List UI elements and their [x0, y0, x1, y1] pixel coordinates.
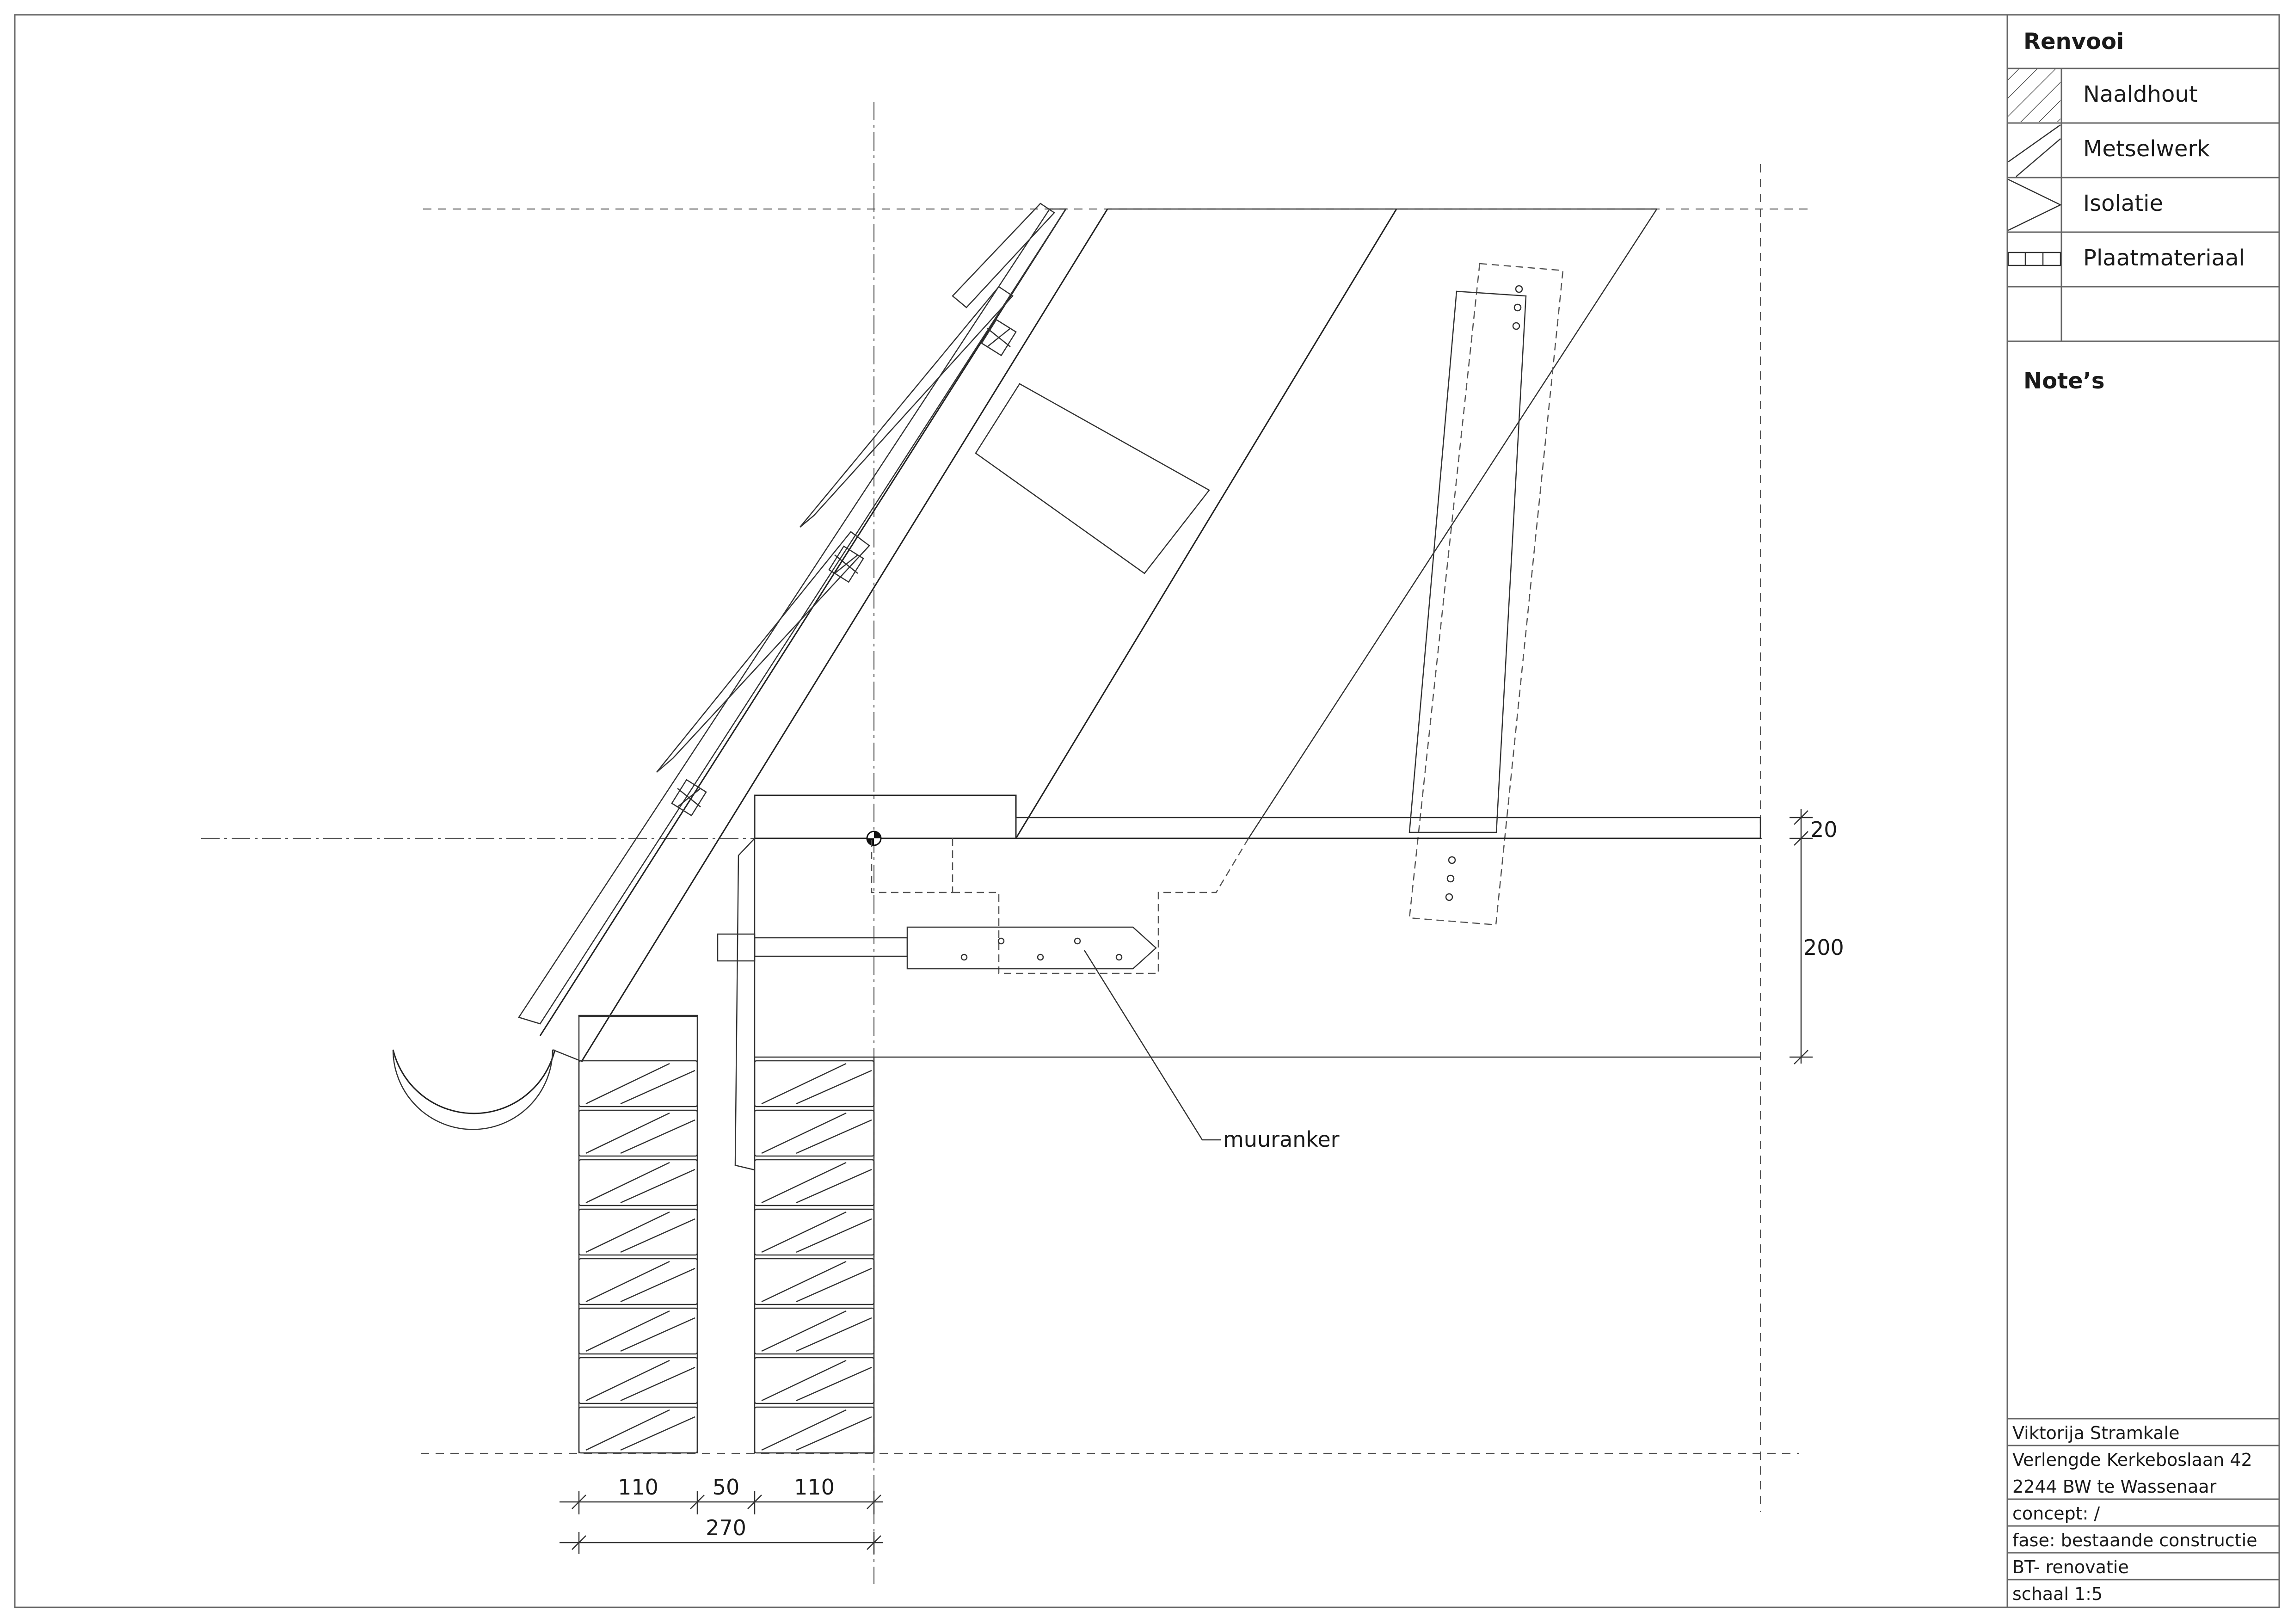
- project-field: BT- renovatie: [2012, 1557, 2129, 1577]
- brick-hatch: [796, 1416, 872, 1451]
- brick-hatch: [620, 1317, 695, 1352]
- legend-label-naaldhout: Naaldhout: [2083, 81, 2198, 107]
- brick-hatch: [585, 1112, 670, 1154]
- brick-hatch: [585, 1409, 670, 1451]
- brick-hatch: [761, 1162, 847, 1204]
- masonry-outer-leaf: [578, 1015, 698, 1454]
- legend-label-metselwerk: Metselwerk: [2083, 136, 2210, 162]
- brick-hatch: [796, 1070, 872, 1105]
- brick-hatch: [620, 1119, 695, 1154]
- author-name: Viktorija Stramkale: [2012, 1423, 2179, 1443]
- brick-course: [754, 1208, 875, 1256]
- swatch-isolatie: [2008, 178, 2062, 231]
- brick-course: [578, 1060, 698, 1107]
- sheet-border: [14, 14, 2280, 1608]
- brick-course: [578, 1159, 698, 1206]
- brick-hatch: [620, 1267, 695, 1303]
- title-block: Viktorija Stramkale Verlengde Kerkebosla…: [2007, 1418, 2279, 1604]
- wind-brace-hidden: [1408, 263, 1564, 926]
- brick-hatch: [761, 1211, 847, 1253]
- brick-course: [578, 1208, 698, 1256]
- brick-hatch: [761, 1112, 847, 1154]
- address-city: 2244 BW te Wassenaar: [2012, 1476, 2217, 1497]
- brick-hatch: [620, 1070, 695, 1105]
- swatch-plaatmateriaal: [2007, 252, 2061, 266]
- brick-hatch: [585, 1162, 670, 1204]
- scale-field: schaal 1:5: [2012, 1584, 2103, 1604]
- brick-hatch: [761, 1063, 847, 1105]
- brick-hatch: [585, 1261, 670, 1303]
- brick-course: [754, 1307, 875, 1355]
- dim-inner-leaf: 110: [794, 1475, 835, 1500]
- roof-board-edge: [539, 209, 1067, 1036]
- dimension-lines: 110 50 110 270 20 200: [560, 809, 1844, 1554]
- fase-field: fase: bestaande constructie: [2012, 1530, 2257, 1550]
- muuranker: [717, 926, 1157, 970]
- brick-course: [754, 1406, 875, 1454]
- label-muuranker: muuranker: [1223, 1127, 1340, 1152]
- hatched-purlin: [975, 383, 1210, 574]
- brick-hatch: [761, 1310, 847, 1352]
- brick-hatch: [585, 1359, 670, 1402]
- gutter: [392, 1049, 556, 1114]
- roof-tiles: [518, 203, 1067, 1025]
- brick-course: [754, 1159, 875, 1206]
- brick-hatch: [796, 1366, 872, 1402]
- brick-hatch: [796, 1169, 872, 1204]
- brick-hatch: [585, 1211, 670, 1253]
- brick-hatch: [761, 1359, 847, 1402]
- brick-course: [578, 1406, 698, 1454]
- floor-boarding: [1015, 817, 1761, 839]
- brick-course: [754, 1258, 875, 1305]
- brick-course: [578, 1258, 698, 1305]
- legend-label-isolatie: Isolatie: [2083, 191, 2163, 216]
- leader-line-muuranker: [1083, 950, 1221, 1141]
- swatch-metselwerk: [2008, 124, 2061, 177]
- brick-hatch: [796, 1218, 872, 1253]
- swatch-naaldhout: [2008, 69, 2060, 122]
- legend-label-plaatmateriaal: Plaatmateriaal: [2083, 245, 2245, 271]
- rafter-underside: [1015, 209, 1397, 839]
- notes-title: Note’s: [2023, 368, 2104, 394]
- floor-structure: muuranker: [717, 794, 1761, 1171]
- brick-course: [578, 1357, 698, 1404]
- brick-hatch: [761, 1409, 847, 1451]
- brick-hatch: [796, 1119, 872, 1154]
- dim-floor-boarding: 20: [1810, 817, 1838, 842]
- legend-title: Renvooi: [2023, 29, 2124, 55]
- insulation-line: [1248, 209, 1658, 839]
- wall-plate: [754, 794, 1017, 839]
- brick-hatch: [761, 1261, 847, 1303]
- dim-cavity: 50: [713, 1475, 740, 1500]
- brick-course: [754, 1060, 875, 1107]
- brick-course: [578, 1307, 698, 1355]
- brick-hatch: [585, 1063, 670, 1105]
- dim-wall-total: 270: [706, 1515, 746, 1540]
- address-street: Verlengde Kerkeboslaan 42: [2012, 1450, 2252, 1470]
- roof-board-edge: [581, 209, 1108, 1062]
- counter-battens: [671, 319, 1017, 817]
- brick-hatch: [620, 1218, 695, 1253]
- brick-hatch: [620, 1416, 695, 1451]
- dim-outer-leaf: 110: [618, 1475, 658, 1500]
- concept-field: concept: /: [2012, 1503, 2100, 1524]
- legend: Renvooi Naaldhout Metselwerk Isolatie Pl…: [2007, 29, 2279, 342]
- wind-brace: [1408, 290, 1527, 833]
- masonry-inner-leaf: [754, 1057, 875, 1454]
- roof-build-up: [518, 203, 1658, 1062]
- brick-hatch: [796, 1267, 872, 1303]
- dim-joist-height: 200: [1803, 935, 1844, 960]
- brick-course: [578, 1109, 698, 1157]
- brick-hatch: [620, 1366, 695, 1402]
- brick-hatch: [585, 1310, 670, 1352]
- brick-hatch: [796, 1317, 872, 1352]
- brick-course: [754, 1357, 875, 1404]
- brick-hatch: [620, 1169, 695, 1204]
- brick-course: [754, 1109, 875, 1157]
- construction-lines: [201, 102, 1808, 1584]
